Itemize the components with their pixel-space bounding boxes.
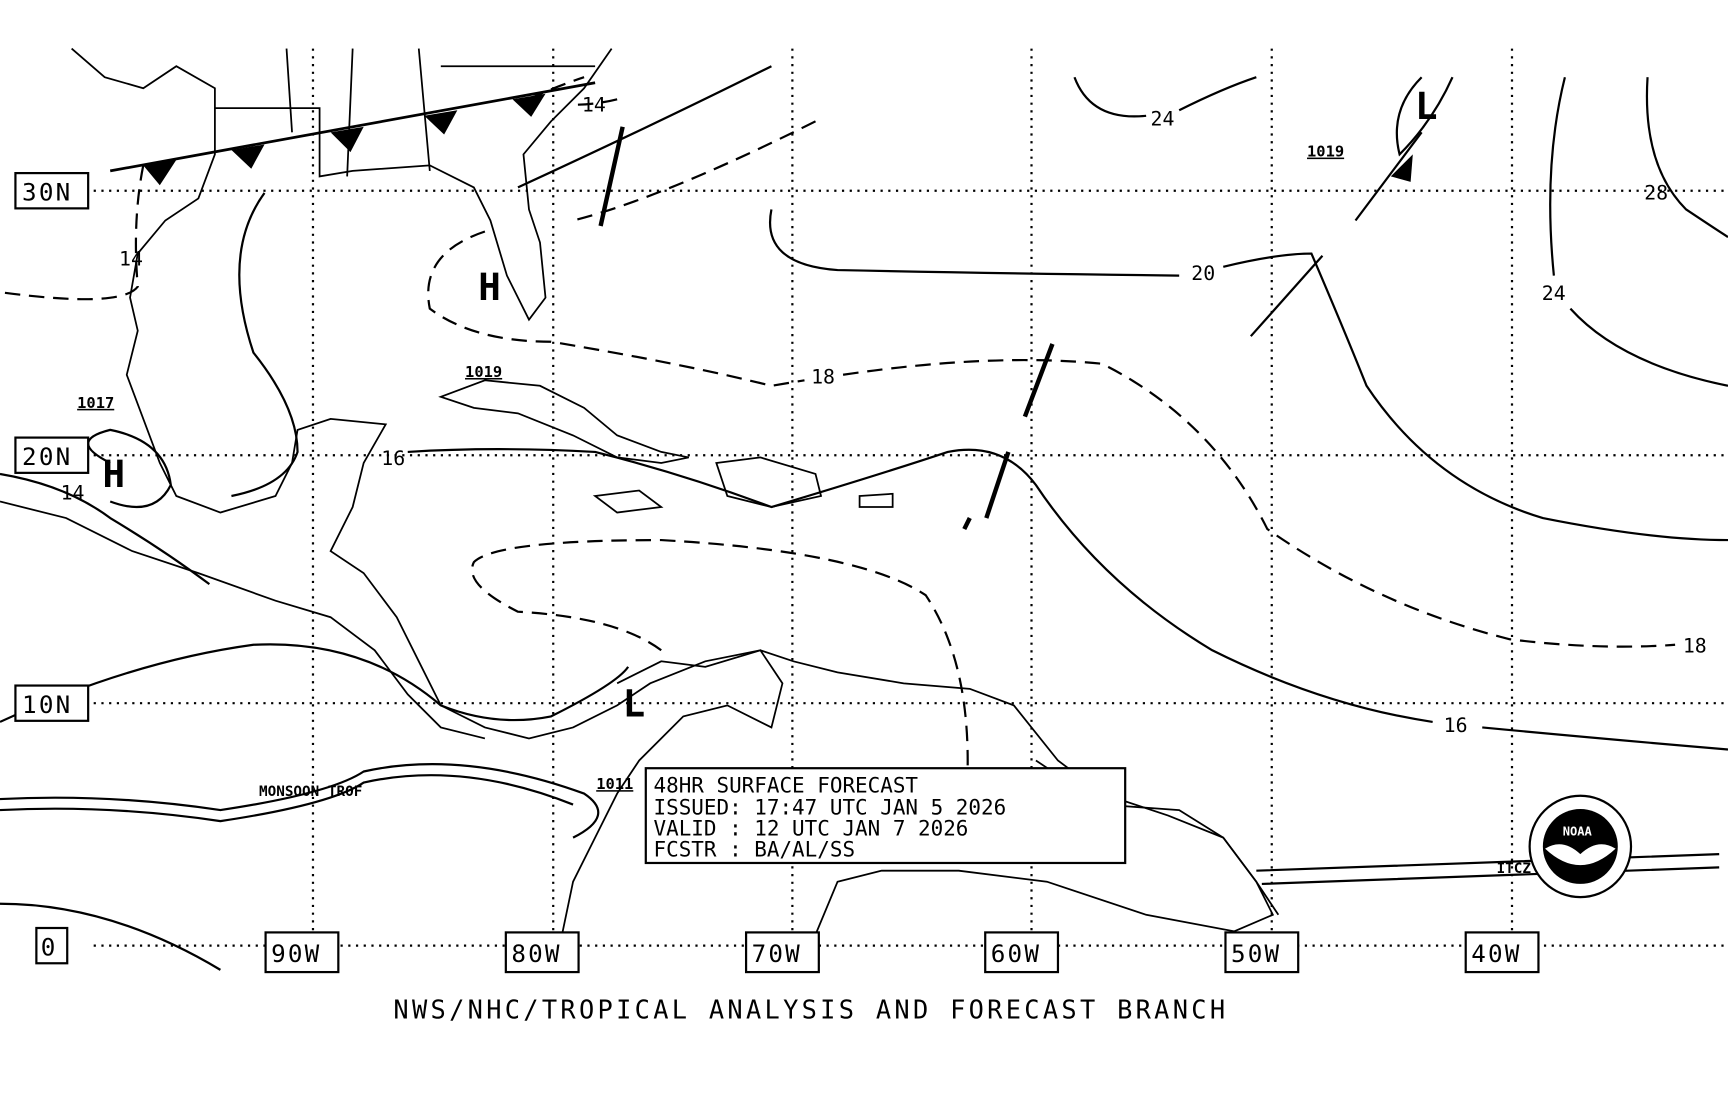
svg-text:16: 16 [1444,714,1468,737]
svg-text:1011: 1011 [596,775,633,793]
latitude-labels: 30N 20N 10N 0 [14,172,90,965]
svg-text:14: 14 [119,248,143,271]
itcz-label: ITCZ [1497,861,1532,877]
svg-text:VALID : 12 UTC JAN 7 2026: VALID : 12 UTC JAN 7 2026 [654,816,969,840]
cold-front [109,81,1423,531]
low-pressure-atlantic: L [1415,84,1438,128]
longitude-labels: 90W 80W 70W 60W 50W 40W [264,931,1540,974]
lon-70w: 70W [752,939,802,968]
lon-90w: 90W [271,939,321,968]
svg-text:18: 18 [1683,634,1707,657]
svg-text:14: 14 [582,93,606,116]
noaa-logo: NOAA [1528,794,1633,899]
svg-text:28: 28 [1644,182,1668,205]
coastlines [0,47,1280,935]
lat-10n: 10N [22,690,72,719]
svg-text:FCSTR : BA/AL/SS: FCSTR : BA/AL/SS [654,837,856,861]
isobar-values: 14 14 14 16 16 18 18 20 24 24 28 [61,93,1707,736]
svg-text:1019: 1019 [1307,143,1344,161]
svg-text:14: 14 [61,481,85,504]
svg-text:48HR SURFACE FORECAST: 48HR SURFACE FORECAST [654,773,919,797]
svg-text:16: 16 [381,447,405,470]
lon-50w: 50W [1231,939,1281,968]
lon-60w: 60W [991,939,1041,968]
low-pressure-colombia: L [623,681,646,725]
lon-80w: 80W [511,939,561,968]
pressure-centers: H H L L 1019 1019 1017 1011 MONSOON TROF… [77,84,1531,877]
svg-text:24: 24 [1542,282,1566,305]
lon-40w: 40W [1471,939,1521,968]
footer-credit: NWS/NHC/TROPICAL ANALYSIS AND FORECAST B… [393,994,1228,1024]
lat-30n: 30N [22,178,72,207]
forecast-info-box: 48HR SURFACE FORECAST ISSUED: 17:47 UTC … [644,767,1127,865]
svg-text:18: 18 [811,366,835,389]
lat-0: 0 [41,933,58,962]
svg-text:20: 20 [1191,262,1215,285]
svg-text:NOAA: NOAA [1563,824,1593,838]
high-pressure-gulf: H [478,265,501,309]
svg-text:ISSUED: 17:47 UTC JAN 5 2026: ISSUED: 17:47 UTC JAN 5 2026 [654,795,1007,819]
isobars [0,65,1728,971]
monsoon-trough-label: MONSOON TROF [259,784,362,800]
svg-text:1017: 1017 [77,394,114,412]
lat-20n: 20N [22,442,72,471]
svg-text:1019: 1019 [465,363,502,381]
lat-lon-grid [93,48,1728,947]
high-pressure-mexico: H [102,452,125,496]
svg-text:24: 24 [1151,108,1175,131]
